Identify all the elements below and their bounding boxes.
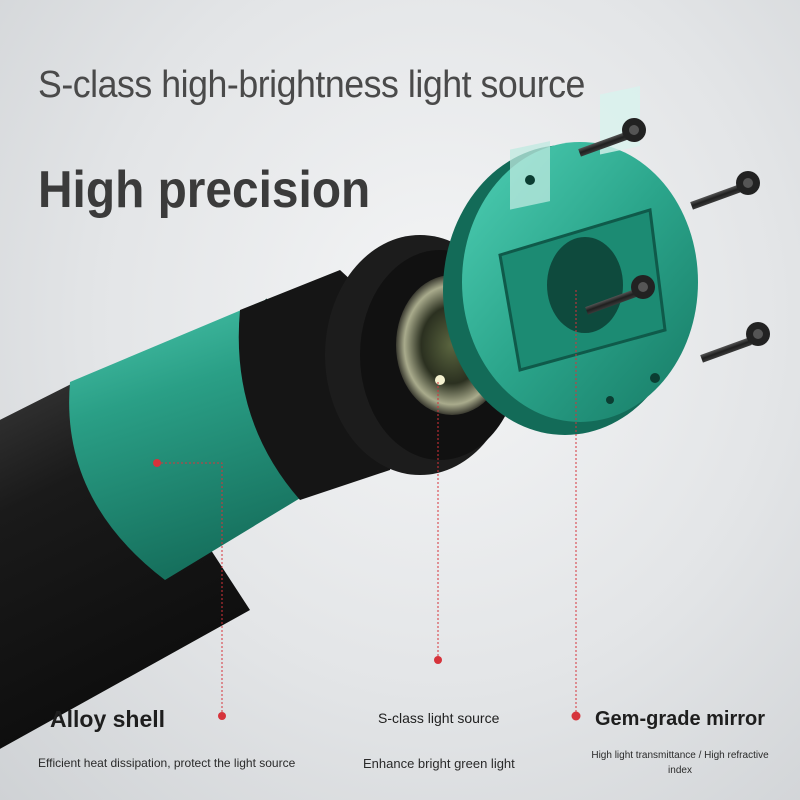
bolt-top — [578, 118, 646, 157]
feature-desc-light-source: Enhance bright green light — [363, 756, 515, 771]
feature-title-light-source: S-class light source — [378, 710, 500, 726]
subheading: High precision — [38, 161, 371, 219]
headline: S-class high-brightness light source — [38, 64, 585, 106]
black-tube-body — [0, 372, 250, 749]
feature-title-alloy-shell: Alloy shell — [50, 706, 166, 732]
feature-title-mirror: Gem-grade mirror — [595, 708, 766, 730]
bolt-center — [585, 275, 655, 315]
mirror-mount-disc — [443, 85, 698, 435]
bolt-right-lower — [700, 322, 770, 363]
callout-alloy-shell — [153, 459, 226, 720]
feature-desc-alloy-shell: Efficient heat dissipation, protect the … — [38, 756, 296, 770]
feature-desc-mirror: High light transmittance / High refracti… — [591, 750, 769, 776]
bolt-right-upper — [690, 171, 760, 210]
callout-mirror — [571, 290, 581, 721]
callout-light-source — [434, 382, 442, 664]
